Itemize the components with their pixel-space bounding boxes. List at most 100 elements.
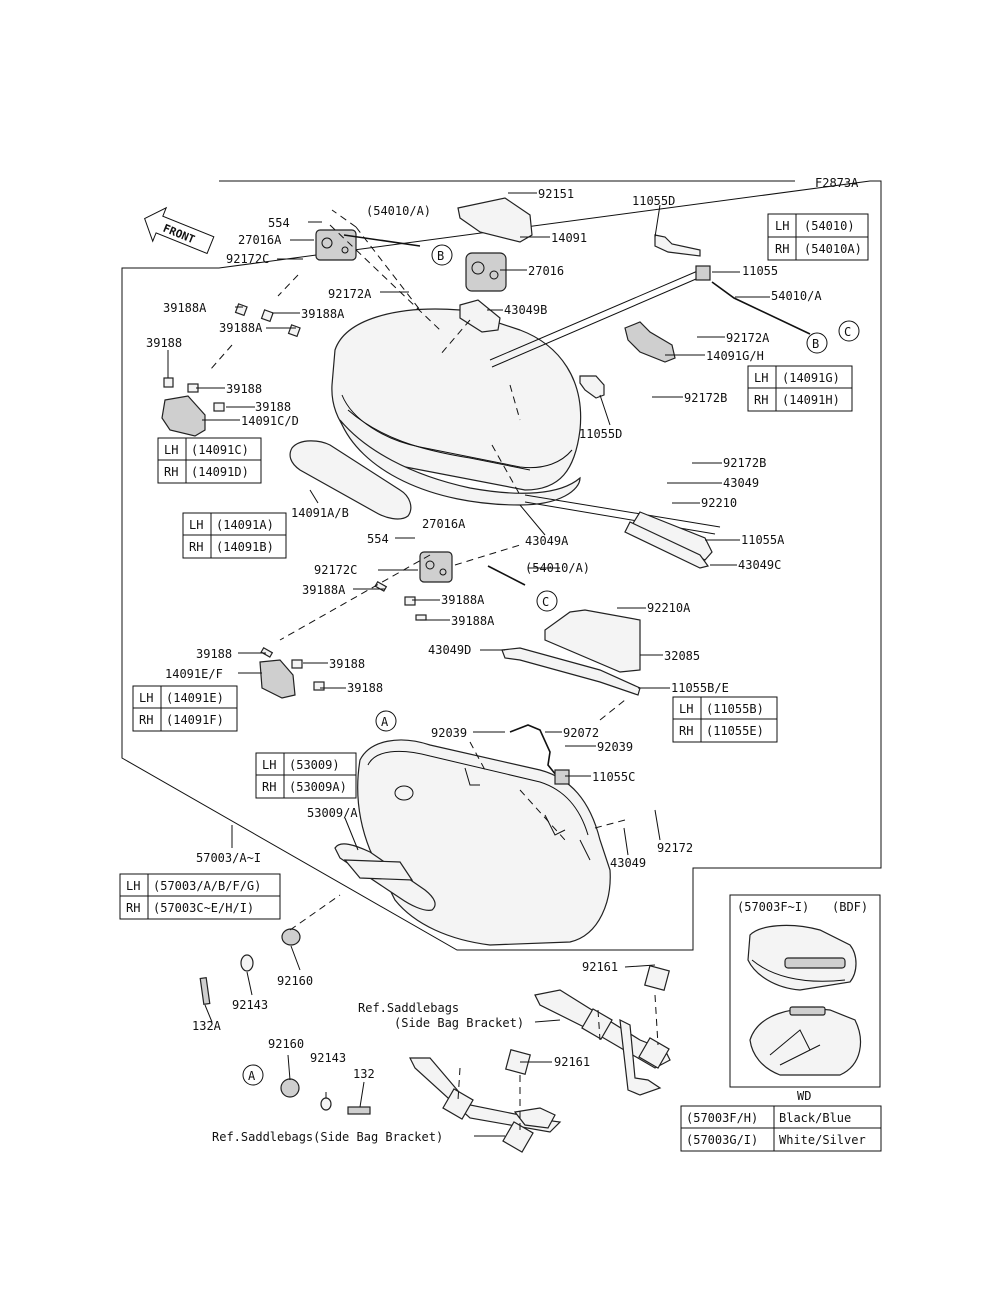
cover-14091EF xyxy=(259,659,296,699)
part-43049D: 43049D xyxy=(428,643,471,657)
part-54010A-mid: (54010/A) xyxy=(525,561,590,575)
svg-text:(57003/A/B/F/G): (57003/A/B/F/G) xyxy=(153,879,261,893)
callout-A-case: A xyxy=(375,710,397,732)
svg-text:RH: RH xyxy=(754,393,768,407)
bolt-132A xyxy=(199,977,211,1005)
inset-variant-panel: (57003F~I) (BDF) WD xyxy=(729,894,881,1103)
svg-text:LH: LH xyxy=(189,518,203,532)
part-27016A-top: 27016A xyxy=(238,233,282,247)
cable-54010-mid xyxy=(487,565,526,586)
hinge-bracket-11055 xyxy=(695,265,711,281)
part-39188-d: 39188 xyxy=(329,657,365,671)
part-14091CD: 14091C/D xyxy=(241,414,299,428)
plate-32085 xyxy=(544,609,641,673)
washer-92143-top xyxy=(240,954,254,972)
clip-39188-c xyxy=(260,646,274,658)
table-54010: LH(54010) RH(54010A) xyxy=(767,213,869,261)
svg-text:RH: RH xyxy=(164,465,178,479)
part-43049A: 43049A xyxy=(525,534,569,548)
svg-text:(11055B): (11055B) xyxy=(706,702,764,716)
rod-11055 xyxy=(489,269,704,368)
part-39188A-3: 39188A xyxy=(219,321,263,335)
bolt-132 xyxy=(347,1106,371,1115)
part-92210A: 92210A xyxy=(647,601,691,615)
part-11055D-top: 11055D xyxy=(632,194,675,208)
svg-text:White/Silver: White/Silver xyxy=(779,1133,866,1147)
svg-text:(11055E): (11055E) xyxy=(706,724,764,738)
svg-text:LH: LH xyxy=(754,371,768,385)
clip-39188-d xyxy=(291,659,303,669)
svg-text:A: A xyxy=(381,715,389,729)
inset-title-right: (BDF) xyxy=(832,900,868,914)
part-11055C: 11055C xyxy=(592,770,635,784)
ref-saddlebags-full: Ref.Saddlebags(Side Bag Bracket) xyxy=(212,1130,443,1144)
svg-text:(53009): (53009) xyxy=(289,758,340,772)
ref-saddlebags-1: Ref.Saddlebags xyxy=(358,1001,459,1015)
lid-trim-14091AB xyxy=(289,440,412,520)
clip-39188A-2 xyxy=(260,309,274,323)
part-53009A: 53009/A xyxy=(307,806,358,820)
part-92160-top: 92160 xyxy=(277,974,313,988)
callout-C-mid: C xyxy=(536,590,558,612)
part-92172C-mid: 92172C xyxy=(314,563,357,577)
part-92039-left: 92039 xyxy=(431,726,467,740)
grommet-92160-top xyxy=(281,928,301,946)
table-57003: LH(57003/A/B/F/G) RH(57003C~E/H/I) xyxy=(119,873,281,920)
svg-text:(14091B): (14091B) xyxy=(216,540,274,554)
latch-27016A-top xyxy=(315,229,357,261)
part-92161-low: 92161 xyxy=(554,1055,590,1069)
part-92172A-top: 92172A xyxy=(328,287,372,301)
part-43049-low: 43049 xyxy=(610,856,646,870)
svg-text:LH: LH xyxy=(139,691,153,705)
part-92143-low: 92143 xyxy=(310,1051,346,1065)
clip-39188A-6 xyxy=(415,614,427,621)
lid-seal-43049A xyxy=(339,419,581,506)
part-14091GH: 14091G/H xyxy=(706,349,764,363)
latch-27016A-mid xyxy=(419,551,453,583)
callout-A-low: A xyxy=(242,1064,264,1086)
grommet-92160-low xyxy=(280,1078,300,1098)
leader-lines xyxy=(167,192,770,1137)
part-92172A-right: 92172A xyxy=(726,331,770,345)
svg-text:(14091A): (14091A) xyxy=(216,518,274,532)
part-92161-top: 92161 xyxy=(582,960,618,974)
svg-text:RH: RH xyxy=(126,901,140,915)
part-92072: 92072 xyxy=(563,726,599,740)
rod-11055A xyxy=(524,494,721,535)
clip-39188-left xyxy=(163,377,174,388)
svg-text:B: B xyxy=(437,249,444,263)
callout-B-right: B xyxy=(806,332,828,354)
svg-text:(14091E): (14091E) xyxy=(166,691,224,705)
front-arrow: FRONT xyxy=(144,206,215,255)
part-132A: 132A xyxy=(192,1019,222,1033)
inset-footer: WD xyxy=(797,1089,811,1103)
part-11055D-mid: 11055D xyxy=(579,427,622,441)
clip-39188A-3 xyxy=(287,324,301,338)
svg-text:LH: LH xyxy=(262,758,276,772)
part-39188A-2: 39188A xyxy=(301,307,345,321)
svg-text:(53009A): (53009A) xyxy=(289,780,347,794)
part-39188A-5: 39188A xyxy=(441,593,485,607)
part-92151: 92151 xyxy=(538,187,574,201)
svg-text:(14091F): (14091F) xyxy=(166,713,224,727)
part-39188-c: 39188 xyxy=(196,647,232,661)
washer-92143-low xyxy=(320,1097,332,1111)
part-92172B-1: 92172B xyxy=(684,391,727,405)
part-92210: 92210 xyxy=(701,496,737,510)
svg-text:(57003C~E/H/I): (57003C~E/H/I) xyxy=(153,901,254,915)
part-14091AB: 14091A/B xyxy=(291,506,349,520)
cable-92072 xyxy=(509,724,561,781)
cover-14091GH xyxy=(624,321,676,363)
svg-text:(54010): (54010) xyxy=(804,219,855,233)
svg-text:(57003F/H): (57003F/H) xyxy=(686,1111,758,1125)
part-39188-b: 39188 xyxy=(255,400,291,414)
bracket-11055C xyxy=(554,769,570,785)
part-92172: 92172 xyxy=(657,841,693,855)
part-54010A-top: (54010/A) xyxy=(366,204,431,218)
hinge-11055D-mid xyxy=(579,375,605,399)
guide-lines xyxy=(209,209,659,1130)
clip-39188A-1 xyxy=(234,303,248,317)
clip-39188-e xyxy=(313,681,325,691)
table-11055BE: LH(11055B) RH(11055E) xyxy=(672,696,778,743)
